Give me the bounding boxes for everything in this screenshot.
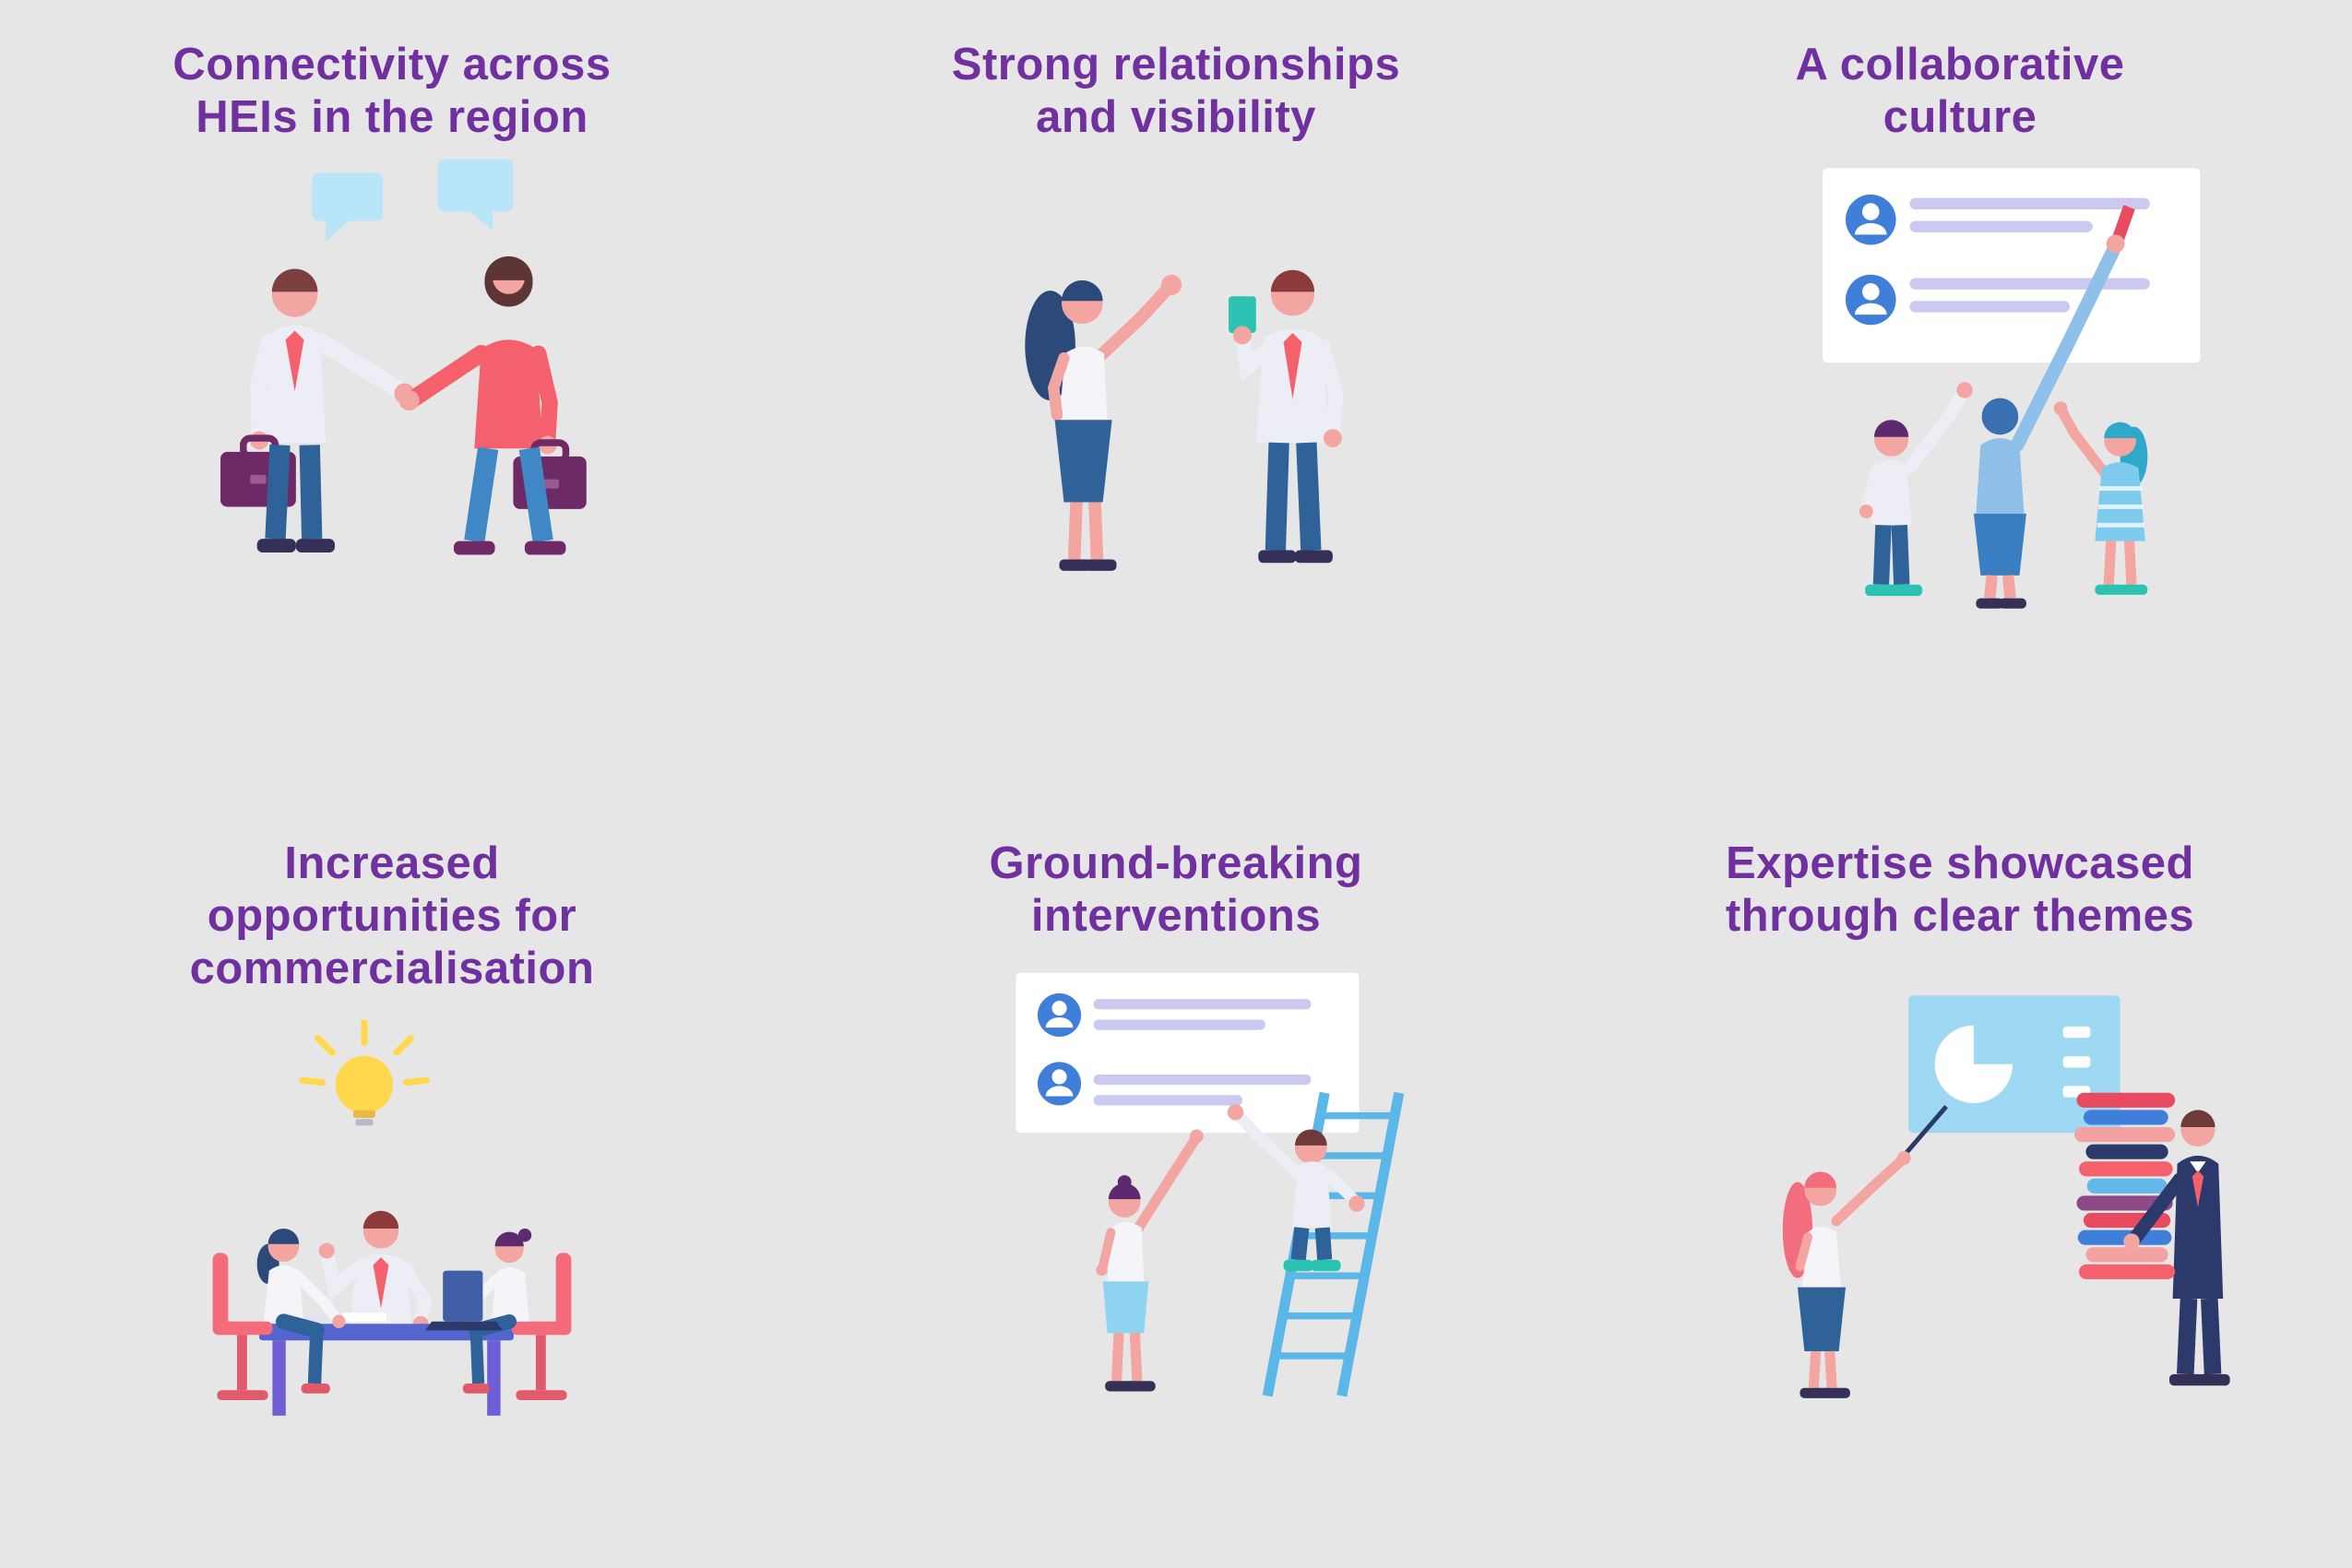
pie-chart-icon bbox=[1934, 1025, 2013, 1103]
panel-title: A collaborative culture bbox=[1796, 39, 2125, 144]
book-stack-icon bbox=[2074, 1092, 2176, 1279]
man-presenting-at-desk bbox=[318, 1211, 433, 1333]
panel-title: Increased opportunities for commercialis… bbox=[190, 837, 595, 994]
left-businessman bbox=[220, 268, 415, 552]
pointer-stick-icon bbox=[1901, 1104, 1948, 1158]
seated-woman-right-with-laptop bbox=[425, 1229, 572, 1401]
panel-expertise: Expertise showcased through clear themes bbox=[1568, 784, 2352, 1568]
panel-title: Strong relationships and visibility bbox=[952, 39, 1400, 144]
man-with-drink bbox=[1229, 269, 1344, 563]
panel-title: Ground-breaking interventions bbox=[990, 837, 1363, 943]
title-line: through clear themes bbox=[1725, 890, 2195, 941]
woman-waving-man-holding-drink-illustration bbox=[1025, 269, 1344, 571]
speech-bubbles-icon bbox=[312, 159, 514, 242]
panel-connectivity: Connectivity across HEIs in the region bbox=[0, 0, 784, 784]
man-on-ladder bbox=[1227, 1103, 1365, 1271]
relationships-illustration bbox=[890, 157, 1462, 614]
profile-board bbox=[1016, 972, 1360, 1133]
man-carrying-books bbox=[2074, 1092, 2230, 1385]
board-building-ladder-illustration bbox=[1016, 972, 1405, 1397]
woman-pointing-at-board bbox=[1096, 1129, 1204, 1392]
commercialisation-illustration bbox=[115, 1007, 669, 1450]
avatar-icon bbox=[1037, 1061, 1082, 1106]
two-businessmen-handshake-illustration bbox=[220, 159, 587, 555]
collaboration-illustration bbox=[1674, 157, 2246, 614]
title-line: Connectivity across bbox=[172, 40, 612, 89]
panel-relationships: Strong relationships and visibility bbox=[784, 0, 1568, 784]
avatar-icon bbox=[1846, 274, 1896, 325]
panel-commercialisation: Increased opportunities for commercialis… bbox=[0, 784, 784, 1568]
title-line: Increased bbox=[284, 838, 500, 888]
handshake-illustration bbox=[106, 157, 678, 614]
drink-cup-icon bbox=[1229, 295, 1256, 333]
right-businessman bbox=[398, 255, 587, 555]
title-line: Expertise showcased bbox=[1726, 838, 2194, 888]
woman-presenter bbox=[1782, 1104, 1948, 1398]
title-line: commercialisation bbox=[189, 943, 595, 993]
title-line: Ground-breaking bbox=[989, 838, 1363, 888]
avatar-icon bbox=[1846, 194, 1896, 245]
profile-board bbox=[1823, 168, 2201, 362]
interventions-illustration bbox=[890, 956, 1462, 1413]
title-line: opportunities for bbox=[207, 890, 577, 941]
title-line: culture bbox=[1883, 91, 2037, 142]
pie-chart-board bbox=[1908, 995, 2120, 1133]
title-line: and visibility bbox=[1036, 91, 1316, 142]
panel-interventions: Ground-breaking interventions bbox=[784, 784, 1568, 1568]
panel-title: Expertise showcased through clear themes bbox=[1726, 837, 2194, 943]
title-line: HEIs in the region bbox=[196, 91, 588, 142]
team-at-profile-board-illustration bbox=[1823, 168, 2201, 609]
man-pointing-at-board bbox=[1859, 381, 1973, 596]
seated-woman-left bbox=[212, 1229, 346, 1401]
title-line: interventions bbox=[1030, 890, 1322, 941]
panel-title: Connectivity across HEIs in the region bbox=[172, 39, 611, 144]
laptop-icon bbox=[425, 1271, 503, 1331]
title-line: A collaborative bbox=[1795, 40, 2125, 89]
panel-collaboration: A collaborative culture bbox=[1568, 0, 2352, 784]
expertise-illustration bbox=[1674, 956, 2246, 1413]
ladder-icon bbox=[1262, 1091, 1405, 1397]
avatar-icon bbox=[1037, 992, 1082, 1037]
title-line: Strong relationships bbox=[951, 40, 1401, 89]
team-meeting-idea-illustration bbox=[212, 1019, 572, 1417]
woman-writing-on-board bbox=[1973, 233, 2125, 609]
lightbulb-icon bbox=[299, 1019, 430, 1126]
woman-observing-board bbox=[2053, 401, 2148, 595]
waving-woman bbox=[1025, 274, 1182, 571]
presentation-and-books-illustration bbox=[1782, 995, 2230, 1398]
